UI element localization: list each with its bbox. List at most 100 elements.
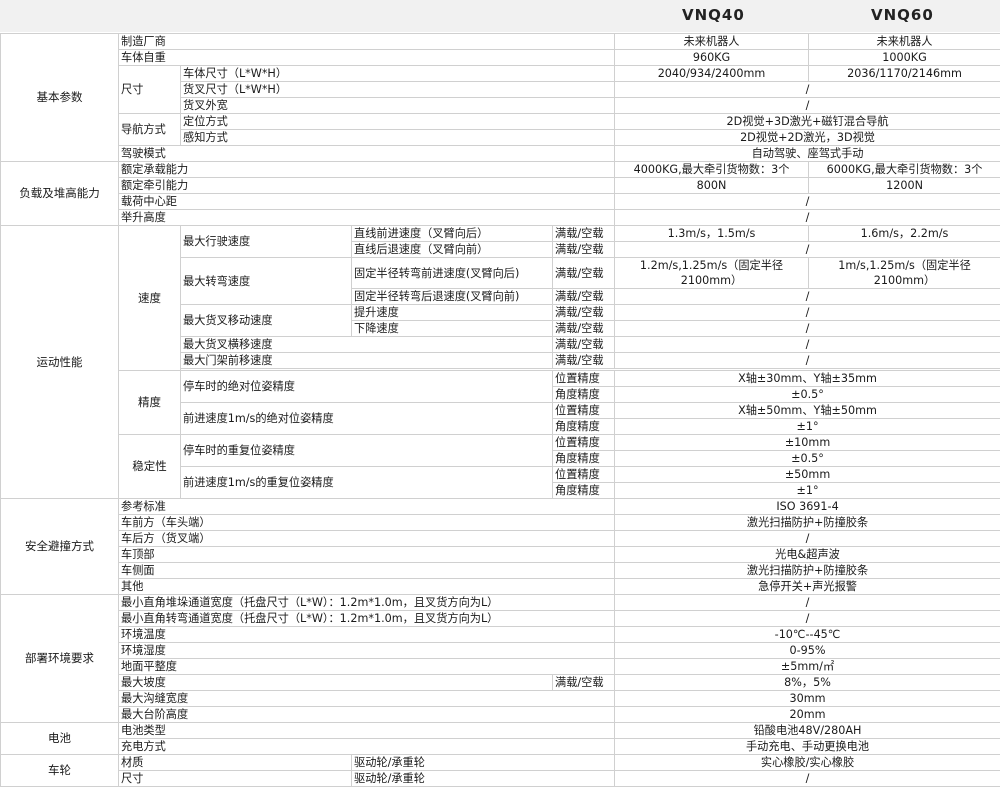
row-label: 最大沟缝宽度 [119,691,615,707]
row-label: 充电方式 [119,739,615,755]
row-sublabel: 提升速度 [352,305,553,321]
subgroup-label: 速度 [119,226,181,371]
row-label: 载荷中心距 [119,194,615,210]
subgroup-label: 尺寸 [119,66,181,114]
row-label: 驾驶模式 [119,146,615,162]
cell-value: 急停开关+声光报警 [615,579,1000,595]
cell-value: ISO 3691-4 [615,499,1000,515]
cell-value: / [615,242,1000,258]
table-row: 车后方（货叉端） / [1,531,1000,547]
cell-value: ±50mm [615,467,1000,483]
table-row: 车体自重 960KG 1000KG [1,50,1000,66]
spec-table: 基本参数 制造厂商 未来机器人 未来机器人 车体自重 960KG 1000KG … [0,33,1000,787]
cell-value: 2040/934/2400mm [615,66,809,82]
group-label: 部署环境要求 [1,595,119,723]
table-row: 载荷中心距 / [1,194,1000,210]
row-condition: 位置精度 [553,435,615,451]
table-header: VNQ40 VNQ60 [0,0,1000,32]
table-row: 车侧面 激光扫描防护+防撞胶条 [1,563,1000,579]
group-label: 安全避撞方式 [1,499,119,595]
group-label: 负载及堆高能力 [1,162,119,226]
cell-value: 4000KG,最大牵引货物数：3个 [615,162,809,178]
cell-value: 实心橡胶/实心橡胶 [615,755,1000,771]
row-label: 最大台阶高度 [119,707,615,723]
cell-value: 光电&超声波 [615,547,1000,563]
cell-value: X轴±30mm、Y轴±35mm [615,371,1000,387]
row-label: 最大货叉移动速度 [181,305,352,337]
row-label: 最大转弯速度 [181,258,352,305]
table-row: 最大台阶高度 20mm [1,707,1000,723]
cell-value: 2D视觉+3D激光+磁钉混合导航 [615,114,1000,130]
cell-value: 铅酸电池48V/280AH [615,723,1000,739]
cell-value: 手动充电、手动更换电池 [615,739,1000,755]
table-row: 最大沟缝宽度 30mm [1,691,1000,707]
row-sublabel: 固定半径转弯后退速度(叉臂向前) [352,289,553,305]
cell-value: 1.3m/s，1.5m/s [615,226,809,242]
model-vnq40-header: VNQ40 [682,6,745,24]
row-label: 车体尺寸（L*W*H） [181,66,615,82]
row-condition: 满载/空载 [553,353,615,369]
row-sublabel: 驱动轮/承重轮 [352,755,615,771]
row-sublabel: 直线后退速度（叉臂向前） [352,242,553,258]
cell-value: 30mm [615,691,1000,707]
row-label: 举升高度 [119,210,615,226]
cell-value: ±0.5° [615,451,1000,467]
subgroup-label: 精度 [119,371,181,435]
cell-value: / [615,305,1000,321]
row-label: 其他 [119,579,615,595]
table-row: 车前方（车头端） 激光扫描防护+防撞胶条 [1,515,1000,531]
cell-value: / [615,194,1000,210]
table-row: 充电方式 手动充电、手动更换电池 [1,739,1000,755]
row-sublabel: 下降速度 [352,321,553,337]
cell-value: 1000KG [809,50,1000,66]
row-condition: 满载/空载 [553,337,615,353]
cell-value: 800N [615,178,809,194]
cell-value: / [615,289,1000,305]
table-row: 安全避撞方式 参考标准 ISO 3691-4 [1,499,1000,515]
table-row: 基本参数 制造厂商 未来机器人 未来机器人 [1,34,1000,50]
row-condition: 满载/空载 [553,226,615,242]
row-condition: 满载/空载 [553,242,615,258]
cell-value: 1.2m/s,1.25m/s（固定半径2100mm） [615,258,809,289]
row-label: 最小直角转弯通道宽度（托盘尺寸（L*W）：1.2m*1.0m，且叉货方向为L） [119,611,615,627]
row-condition: 满载/空载 [553,305,615,321]
table-row: 部署环境要求 最小直角堆垛通道宽度（托盘尺寸（L*W）：1.2m*1.0m，且叉… [1,595,1000,611]
cell-value: 1m/s,1.25m/s（固定半径2100mm） [809,258,1000,289]
table-row: 车顶部 光电&超声波 [1,547,1000,563]
subgroup-label: 导航方式 [119,114,181,146]
table-row: 负载及堆高能力 额定承载能力 4000KG,最大牵引货物数：3个 6000KG,… [1,162,1000,178]
cell-value: / [615,771,1000,787]
row-label: 最大行驶速度 [181,226,352,258]
row-sublabel: 驱动轮/承重轮 [352,771,615,787]
row-condition: 位置精度 [553,467,615,483]
row-condition: 角度精度 [553,451,615,467]
table-row: 车轮 材质 驱动轮/承重轮 实心橡胶/实心橡胶 [1,755,1000,771]
row-label: 前进速度1m/s的重复位姿精度 [181,467,553,499]
cell-value: ±1° [615,419,1000,435]
cell-value: 未来机器人 [615,34,809,50]
row-label: 制造厂商 [119,34,615,50]
cell-value: 1.6m/s，2.2m/s [809,226,1000,242]
cell-value: ±5mm/㎡ [615,659,1000,675]
table-row: 其他 急停开关+声光报警 [1,579,1000,595]
cell-value: 8%，5% [615,675,1000,691]
model-vnq60-header: VNQ60 [871,6,934,24]
row-label: 最大门架前移速度 [181,353,553,369]
row-label: 最大坡度 [119,675,553,691]
cell-value: / [615,337,1000,353]
row-label: 额定承载能力 [119,162,615,178]
cell-value: 960KG [615,50,809,66]
row-label: 环境湿度 [119,643,615,659]
cell-value: / [615,353,1000,369]
cell-value: -10℃--45℃ [615,627,1000,643]
row-condition: 满载/空载 [553,675,615,691]
cell-value: / [615,611,1000,627]
row-condition: 角度精度 [553,387,615,403]
row-label: 前进速度1m/s的绝对位姿精度 [181,403,553,435]
row-condition: 满载/空载 [553,321,615,337]
table-row: 举升高度 / [1,210,1000,226]
row-label: 地面平整度 [119,659,615,675]
row-label: 货叉外宽 [181,98,615,114]
table-row: 最小直角转弯通道宽度（托盘尺寸（L*W）：1.2m*1.0m，且叉货方向为L） … [1,611,1000,627]
table-row: 稳定性 停车时的重复位姿精度 位置精度 ±10mm [1,435,1000,451]
